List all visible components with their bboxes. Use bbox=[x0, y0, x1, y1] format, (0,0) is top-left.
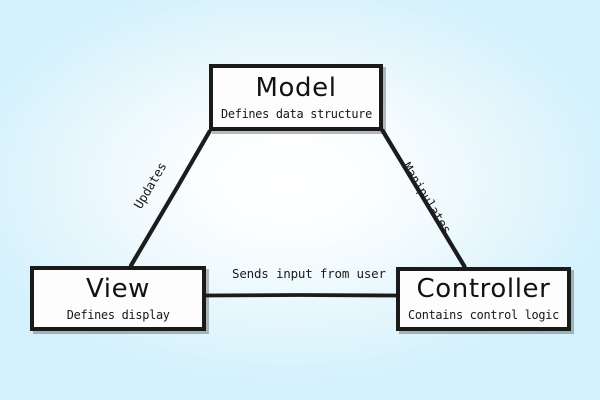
connector-model-view bbox=[128, 129, 212, 268]
connector-view-controller bbox=[203, 293, 399, 298]
node-model-title: Model bbox=[255, 72, 337, 103]
edge-label-sends-input: Sends input from user bbox=[232, 266, 386, 281]
node-view[interactable]: View Defines display bbox=[30, 266, 206, 331]
node-view-subtitle: Defines display bbox=[66, 306, 170, 322]
node-controller-title: Controller bbox=[416, 274, 551, 305]
node-controller-subtitle: Contains control logic bbox=[407, 307, 560, 323]
node-model[interactable]: Model Defines data structure bbox=[209, 64, 383, 131]
node-controller[interactable]: Controller Contains control logic bbox=[396, 267, 571, 331]
connector-model-controller bbox=[380, 128, 467, 269]
node-model-subtitle: Defines data structure bbox=[220, 105, 372, 121]
node-view-title: View bbox=[85, 273, 151, 304]
